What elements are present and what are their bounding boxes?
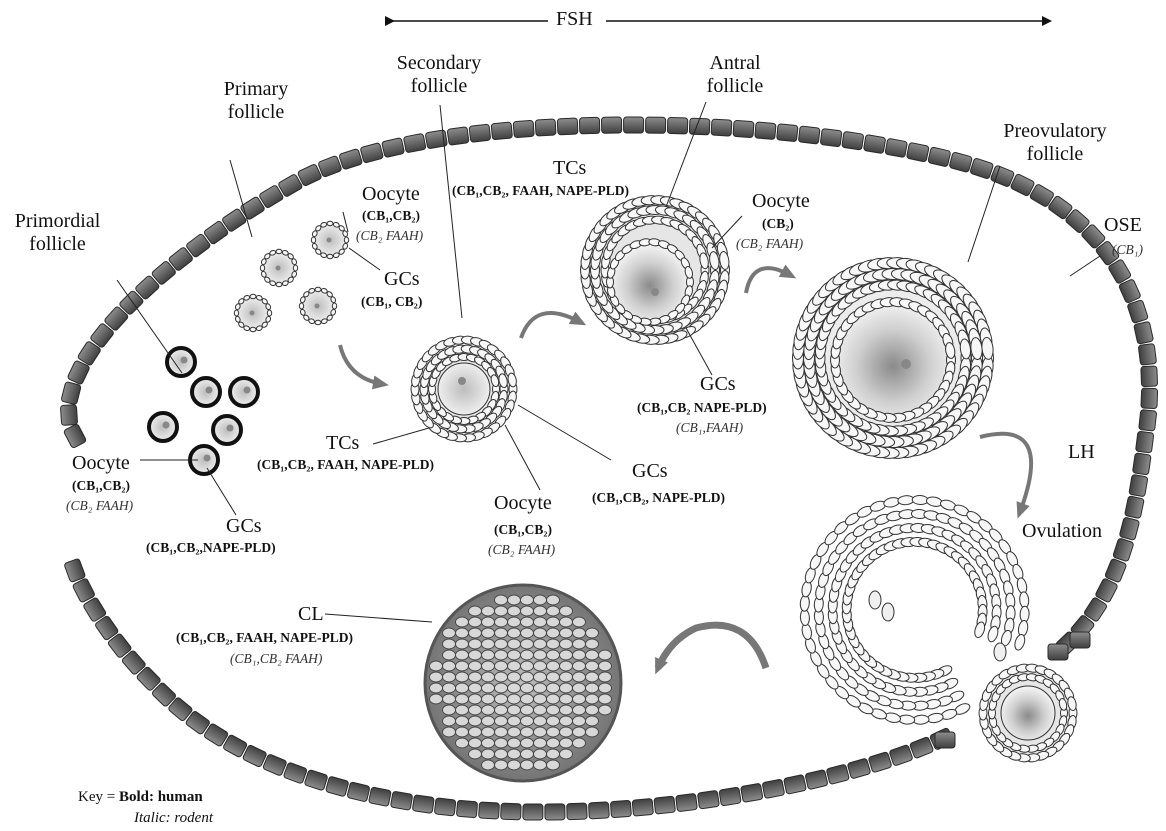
ose-rodent: (CB₁) [1112, 242, 1143, 258]
corpus-luteum [425, 585, 621, 781]
key-bold-label: Bold: human [119, 789, 203, 805]
antral-oocyte-human: (CB₂) [762, 216, 794, 232]
antral-gcs-label: GCs [700, 373, 736, 396]
secondary-follicle-title: Secondary follicle [378, 52, 500, 98]
antral-follicle-title: Antral follicle [690, 52, 780, 98]
arrow-antral-to-preovulatory [746, 268, 790, 293]
primordial-oocyte-rodent: (CB₂ FAAH) [66, 498, 133, 514]
primordial-title-line1: Primordial [10, 210, 105, 233]
arrow-primary-to-secondary [340, 345, 382, 384]
preovulatory-title-line1: Preovulatory [985, 120, 1125, 143]
cl-rodent: (CB₁,CB₂ FAAH) [230, 651, 322, 667]
antral-oocyte-label: Oocyte [752, 190, 810, 213]
primary-follicles [234, 221, 348, 331]
secondary-title-line2: follicle [378, 75, 500, 98]
primary-follicle-title: Primary follicle [216, 78, 296, 124]
primordial-oocyte-human: (CB₁,CB₂) [72, 478, 130, 494]
arrow-secondary-to-antral [521, 313, 580, 338]
secondary-oocyte-human: (CB₁,CB₂) [494, 522, 552, 538]
primary-gcs-label: GCs [384, 268, 420, 291]
secondary-gcs-human: (CB₁,CB₂, NAPE-PLD) [592, 490, 725, 506]
secondary-gcs-label: GCs [632, 460, 668, 483]
ose-label: OSE [1104, 214, 1142, 237]
lh-label: LH [1068, 441, 1095, 464]
antral-title-line2: follicle [690, 75, 780, 98]
arrow-ovulation-to-cl [658, 625, 766, 668]
primary-gcs-human: (CB₁, CB₂) [361, 294, 422, 310]
secondary-tcs-label: TCs [326, 432, 359, 455]
antral-gcs-human: (CB₁,CB₂ NAPE-PLD) [637, 400, 767, 416]
primary-oocyte-label: Oocyte [362, 183, 420, 206]
primordial-gcs-human: (CB₁,CB₂,NAPE-PLD) [146, 540, 276, 556]
key-prefix: Key = [78, 789, 119, 805]
primordial-oocyte-label: Oocyte [72, 452, 130, 475]
cl-label: CL [298, 603, 324, 626]
key-italic-label: Italic: rodent [134, 810, 213, 827]
primordial-title-line2: follicle [10, 233, 105, 256]
released-oocyte-complex [979, 663, 1078, 762]
cl-human: (CB₁,CB₂, FAAH, NAPE-PLD) [176, 630, 353, 646]
primordial-follicle-title: Primordial follicle [10, 210, 105, 256]
preovulatory-follicle-title: Preovulatory follicle [985, 120, 1125, 166]
secondary-title-line1: Secondary [378, 52, 500, 75]
primary-title-line1: Primary [216, 78, 296, 101]
ovulation-label: Ovulation [1022, 520, 1102, 543]
arrow-lh-ovulation [980, 434, 1031, 512]
fsh-label: FSH [556, 8, 593, 31]
key-legend: Key = Bold: human [78, 789, 203, 806]
preovulatory-follicle [792, 257, 994, 459]
antral-follicle [580, 195, 730, 345]
secondary-oocyte-label: Oocyte [494, 492, 552, 515]
secondary-tcs-human: (CB₁,CB₂, FAAH, NAPE-PLD) [257, 457, 434, 473]
antral-tcs-label: TCs [553, 157, 586, 180]
antral-tcs-human: (CB₁,CB₂, FAAH, NAPE-PLD) [452, 183, 629, 199]
secondary-oocyte-rodent: (CB₂ FAAH) [488, 542, 555, 558]
preovulatory-title-line2: follicle [985, 143, 1125, 166]
secondary-follicle [411, 336, 518, 443]
primordial-gcs-label: GCs [226, 515, 262, 538]
antral-gcs-rodent: (CB₁,FAAH) [676, 420, 743, 436]
primordial-follicles [149, 348, 258, 474]
antral-oocyte-rodent: (CB₂ FAAH) [736, 236, 803, 252]
primary-oocyte-rodent: (CB₂ FAAH) [356, 228, 423, 244]
antral-title-line1: Antral [690, 52, 780, 75]
primary-oocyte-human: (CB₁,CB₂) [362, 208, 420, 224]
primary-title-line2: follicle [216, 101, 296, 124]
